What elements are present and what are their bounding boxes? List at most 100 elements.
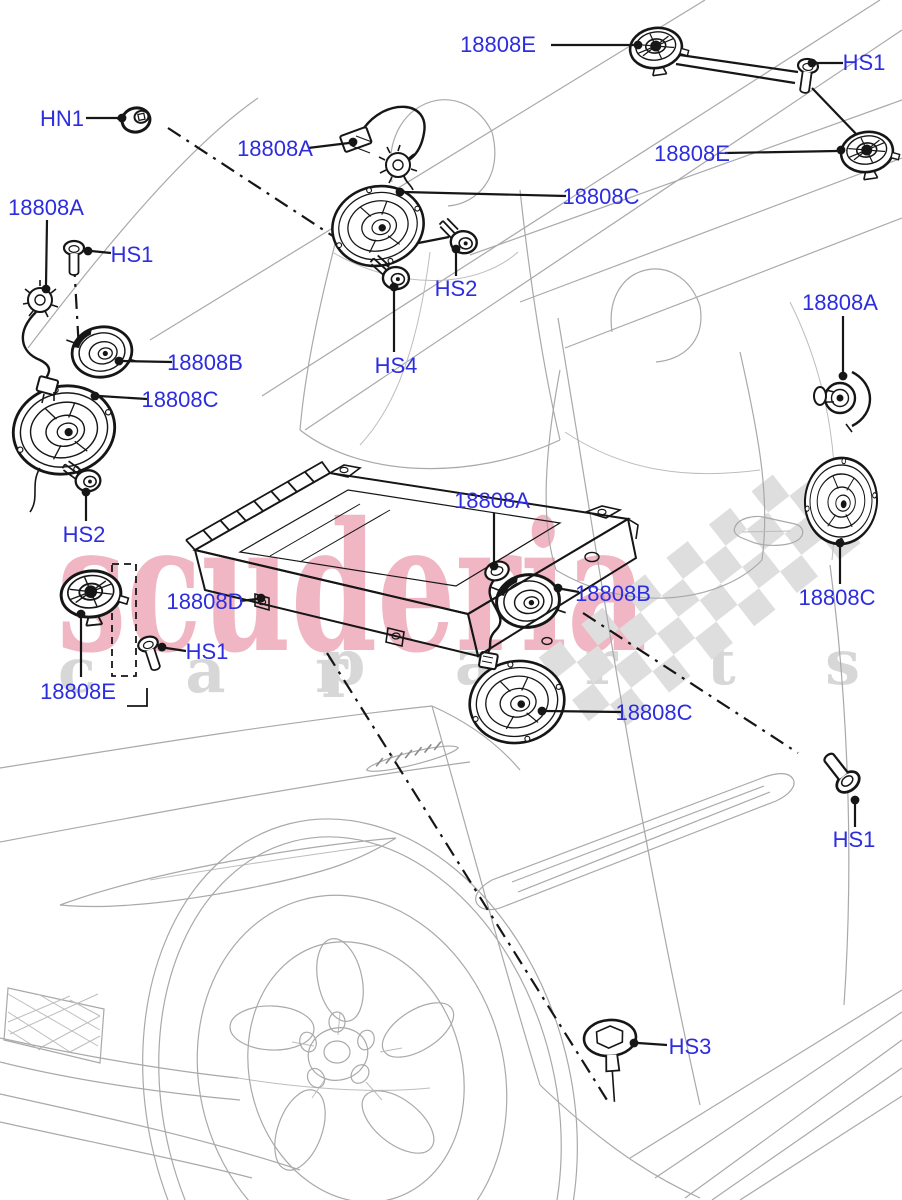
leader-dot	[451, 244, 461, 254]
leader-line	[90, 249, 112, 255]
callout-HS1-roof: HS1	[807, 50, 886, 75]
callout-18808B-center: 18808B	[553, 581, 651, 606]
leader-dot	[157, 642, 167, 652]
leader-dot	[90, 391, 100, 401]
part-label-HS1-center: HS1	[186, 639, 229, 664]
checker-cell	[652, 654, 691, 693]
wheel-hub	[299, 1011, 375, 1089]
screw-HS1-bottom-right	[815, 746, 865, 798]
bolt-HS3	[581, 1016, 642, 1105]
mounting-position-outline	[111, 563, 137, 677]
part-label-18808E-left: 18808E	[40, 679, 116, 704]
leader-dot	[537, 706, 547, 716]
amplifier-18808D	[185, 460, 639, 658]
leader-line	[165, 646, 187, 653]
checker-cell	[742, 550, 781, 589]
checker-cell	[619, 612, 658, 651]
checker-cell	[780, 555, 819, 593]
part-label-18808C-center: 18808C	[615, 700, 692, 725]
part-label-HS1-roof: HS1	[843, 50, 886, 75]
checker-cell	[695, 621, 733, 660]
part-label-HS2-upper: HS2	[435, 276, 478, 301]
front-end-outline	[0, 705, 701, 1199]
callout-18808A-center: 18808A	[454, 488, 530, 571]
leader-dot	[348, 137, 358, 147]
watermark-word-car: c a r	[58, 634, 382, 707]
speaker-lead-18808A-upper	[339, 105, 426, 191]
leader-dot	[41, 284, 51, 294]
callout-18808A-upper: 18808A	[237, 136, 358, 161]
part-label-18808C-left: 18808C	[141, 387, 218, 412]
leader-dot	[117, 113, 127, 123]
callout-HS1-bottom-right: HS1	[833, 795, 876, 852]
part-label-HS3-bottom: HS3	[669, 1034, 712, 1059]
callout-18808E-roof-right: 18808E	[654, 141, 846, 166]
leader-line	[239, 597, 258, 603]
part-label-18808A-center: 18808A	[454, 488, 530, 513]
tweeter-bracket-18808A-right	[813, 370, 872, 433]
speaker-wire-tail	[29, 467, 41, 513]
front-seat-outline	[299, 99, 561, 470]
checker-cell	[623, 574, 662, 613]
checker-cell	[614, 650, 653, 689]
leader-dot	[83, 246, 93, 256]
leader-line	[561, 587, 580, 594]
leader-dot	[389, 282, 399, 292]
leader-dot	[76, 609, 86, 619]
leader-dot	[850, 795, 860, 805]
part-label-18808A-right: 18808A	[802, 290, 878, 315]
grille	[3, 987, 105, 1064]
screw-HS1-left	[62, 239, 86, 277]
part-label-18808B-center: 18808B	[575, 581, 651, 606]
checker-cell	[661, 578, 700, 617]
part-label-HS1-bottom-right: HS1	[833, 827, 876, 852]
leader-line	[545, 709, 622, 714]
callout-18808C-left: 18808C	[90, 387, 219, 412]
part-label-18808A-left: 18808A	[8, 195, 84, 220]
callout-18808B-left: 18808B	[114, 350, 243, 375]
part-label-18808B-left: 18808B	[167, 350, 243, 375]
part-label-HS1-left: HS1	[111, 242, 154, 267]
tweeter-speaker-18808E-roof-right	[837, 126, 902, 184]
leader-dot	[489, 561, 499, 571]
fender-vent	[365, 741, 460, 772]
part-label-18808D-amplifier: 18808D	[166, 589, 243, 614]
leader-dot	[629, 1038, 639, 1048]
leader-dot	[553, 583, 563, 593]
checker-cell	[576, 645, 615, 684]
parts-layer	[3, 22, 902, 1105]
callout-HS1-left: HS1	[83, 242, 154, 267]
leader-line	[637, 1041, 668, 1047]
leader-dot	[633, 40, 643, 50]
tweeter-speaker-18808E-roof-left	[626, 22, 693, 80]
callout-HS4-upper: HS4	[375, 282, 418, 378]
callout-18808A-right: 18808A	[802, 290, 878, 381]
leader-line	[307, 141, 350, 150]
leader-line	[724, 149, 838, 155]
callout-18808E-roof-left: 18808E	[460, 32, 643, 57]
part-label-HN1-clip: HN1	[40, 106, 84, 131]
checker-cell	[737, 588, 776, 627]
leader-line	[121, 359, 173, 364]
checker-cell	[699, 583, 738, 622]
speaker-lead-18808A-left	[21, 280, 60, 404]
sill-garnish	[475, 773, 795, 911]
leader-dot	[81, 487, 91, 497]
part-label-HS4-upper: HS4	[375, 353, 418, 378]
callout-HS3-bottom: HS3	[629, 1034, 712, 1059]
leader-dot	[838, 371, 848, 381]
part-label-18808C-right: 18808C	[798, 585, 875, 610]
wheel-spokes	[229, 938, 455, 1171]
part-label-18808C-door-top: 18808C	[562, 184, 639, 209]
checker-cell	[751, 474, 790, 513]
callout-18808D-amplifier: 18808D	[166, 589, 266, 614]
callout-HS2-left: HS2	[63, 487, 105, 547]
checker-cell	[666, 541, 705, 579]
checker-cell	[609, 688, 648, 726]
part-label-18808E-roof-left: 18808E	[460, 32, 536, 57]
part-label-18808E-roof-right: 18808E	[654, 141, 730, 166]
callout-HN1-clip: HN1	[40, 106, 127, 131]
